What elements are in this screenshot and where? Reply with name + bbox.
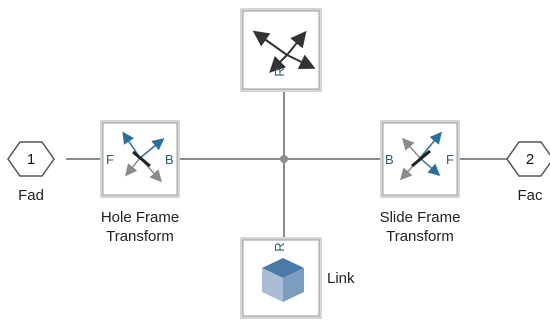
hole-transform-label-2: Transform [106,228,174,245]
inport-label: Fad [18,187,44,204]
outport-number: 2 [526,151,534,168]
rigid-transform-icon [399,131,442,181]
link-label: Link [327,270,355,287]
world-frame-icon [252,30,316,73]
slide-port-left: B [385,152,394,167]
hole-transform-label-1: Hole Frame [101,209,179,226]
inport-number: 1 [27,151,35,168]
outport-label: Fac [517,187,543,204]
hole-transform-block[interactable]: F B [100,120,180,198]
slide-port-right: F [446,152,454,167]
outport-block[interactable]: 2 [506,141,550,177]
rigid-transform-icon [122,131,165,183]
link-port: R [272,242,287,251]
slide-transform-label-2: Transform [386,228,454,245]
slide-transform-block[interactable]: B F [380,120,460,198]
hole-port-left: F [106,152,114,167]
junction-node [280,155,288,163]
slide-transform-label-1: Slide Frame [380,209,461,226]
hole-port-right: B [165,152,174,167]
link-block[interactable]: R [240,237,322,319]
world-frame-port: R [272,67,287,76]
solid-cube-icon [262,258,304,302]
inport-block[interactable]: 1 [7,141,55,177]
world-frame-block[interactable]: R [240,8,322,92]
